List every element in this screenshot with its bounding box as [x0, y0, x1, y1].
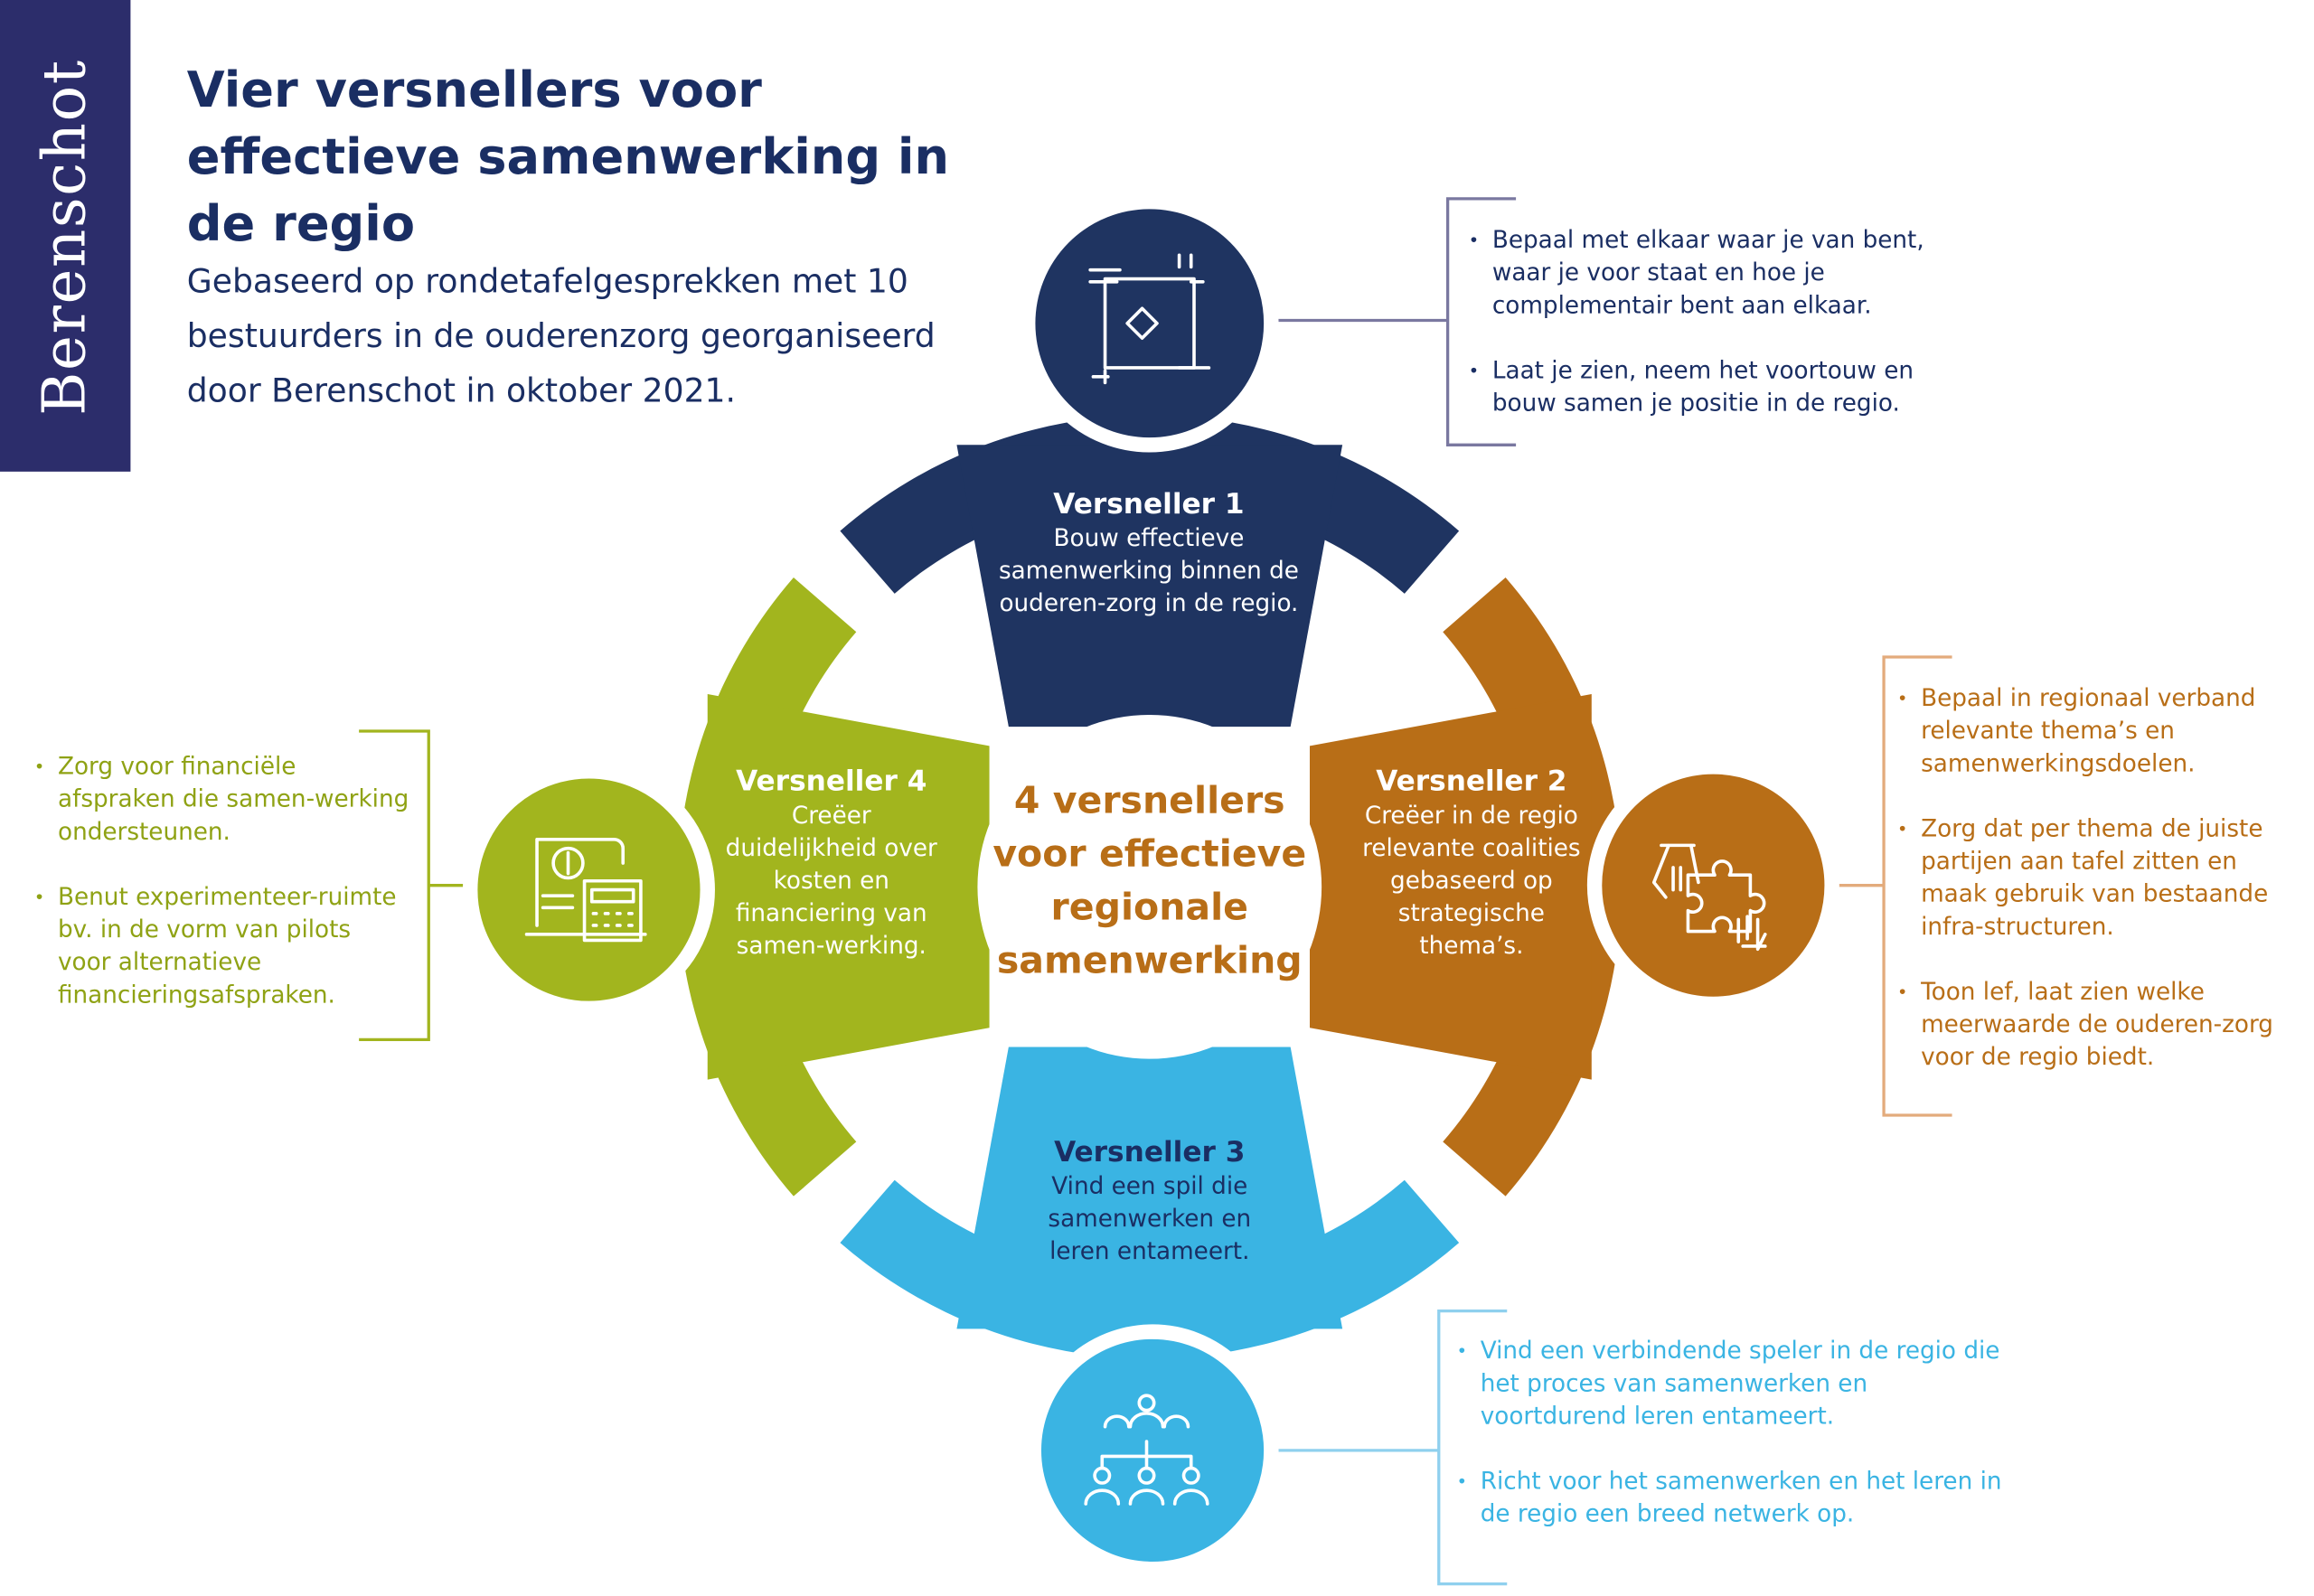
versneller-4-label: Versneller 4 Creëer duidelijkheid over k…: [724, 764, 939, 962]
finance-calculator-icon: [524, 838, 647, 943]
hands-connected-icon: [1088, 253, 1211, 385]
network-people-icon: [1084, 1394, 1209, 1506]
bullet: Laat je zien, neem het voortouw en bouw …: [1465, 354, 1977, 419]
versneller-3-title: Versneller 3: [1054, 1136, 1246, 1169]
versneller-2-label: Versneller 2 Creëer in de regio relevant…: [1361, 764, 1581, 962]
icon-circle-4: [462, 764, 715, 1017]
bullet: Benut experimenteer-ruimte bv. in de vor…: [31, 881, 409, 1011]
versneller-1-title: Versneller 1: [1053, 487, 1245, 521]
bullet: Richt voor het samenwerken en het leren …: [1453, 1465, 2009, 1530]
versneller-1-text: Bouw effectieve samenwerking binnen de o…: [998, 523, 1299, 617]
center-title: 4 versnellers voor effectieve regionale …: [992, 778, 1307, 982]
versneller-1-label: Versneller 1 Bouw effectieve samenwerkin…: [997, 486, 1301, 620]
center-circle: [977, 714, 1322, 1059]
bullets-versneller-2: Bepaal in regionaal verband relevante th…: [1895, 682, 2295, 1106]
bullet: Bepaal in regionaal verband relevante th…: [1895, 682, 2295, 780]
versneller-2-title: Versneller 2: [1376, 765, 1567, 798]
brand-sidebar: Berenschot: [0, 0, 131, 472]
versneller-4-title: Versneller 4: [736, 765, 927, 798]
bullet: Toon lef, laat zien welke meerwaarde de …: [1895, 976, 2295, 1074]
bullet: Zorg voor financiële afspraken die samen…: [31, 750, 409, 848]
bullets-versneller-4: Zorg voor financiële afspraken die samen…: [31, 750, 409, 1044]
bullet: Vind een verbindende speler in de regio …: [1453, 1335, 2009, 1432]
bracket-versneller-3: [1268, 1310, 1508, 1586]
versneller-2-wedge: [1310, 693, 1592, 1080]
bullets-versneller-3: Vind een verbindende speler in de regio …: [1453, 1335, 2009, 1563]
bullet: Bepaal met elkaar waar je van bent, waar…: [1465, 224, 1977, 322]
versneller-3-wedge: [956, 1047, 1343, 1329]
versneller-4-text: Creëer duidelijkheid over kosten en fina…: [725, 801, 937, 960]
icon-circle-3: [1026, 1324, 1279, 1577]
icon-circle-1: [1021, 193, 1279, 453]
versneller-4-wedge: [707, 693, 990, 1080]
versneller-2-text: Creëer in de regio relevante coalities g…: [1362, 801, 1581, 960]
bullets-versneller-1: Bepaal met elkaar waar je van bent, waar…: [1465, 224, 1977, 453]
versneller-3-text: Vind een spil die samenwerken en leren e…: [1048, 1171, 1252, 1265]
versneller-3-label: Versneller 3 Vind een spil die samenwerk…: [1016, 1134, 1283, 1268]
versneller-1-wedge: [956, 445, 1343, 728]
page-subtitle: Gebaseerd op rondetafelgesprekken met 10…: [186, 264, 936, 411]
page-title: Vier versnellers voor effectieve samenwe…: [186, 61, 950, 252]
icon-circle-2: [1586, 759, 1839, 1012]
puzzle-hands-icon: [1651, 843, 1767, 952]
bracket-versneller-1: [1264, 197, 1517, 446]
bullet: Zorg dat per thema de juiste partijen aa…: [1895, 812, 2295, 943]
